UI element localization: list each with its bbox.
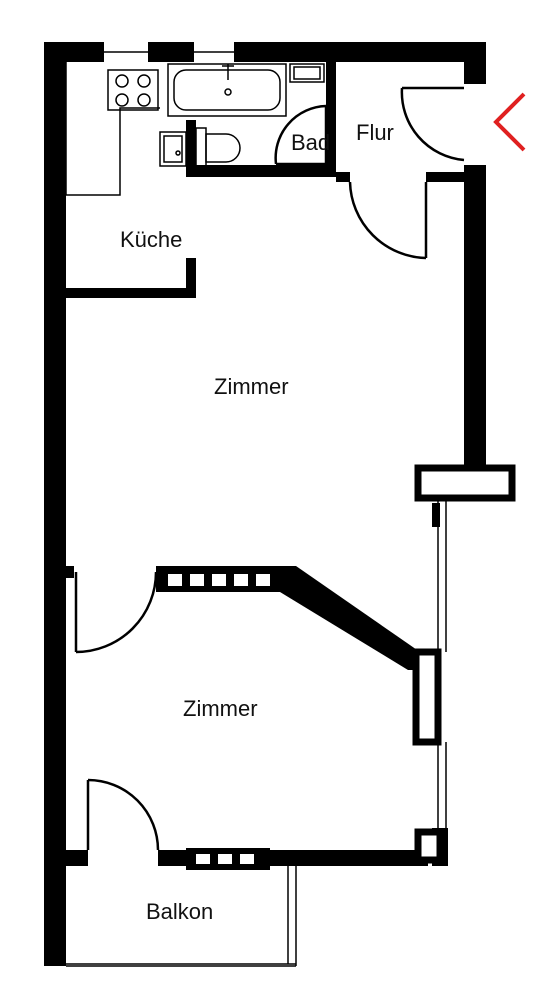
bathtub-icon (167, 63, 287, 117)
outer-walls (44, 42, 486, 966)
bathroom-fixtures (159, 63, 325, 169)
room-label-zimmer-1: Zimmer (214, 374, 289, 399)
room-label-balkon: Balkon (146, 899, 213, 924)
partition-cutouts (168, 574, 270, 586)
entrance-door-arc (400, 87, 465, 162)
room-label-zimmer-2: Zimmer (183, 696, 258, 721)
sink-icon (159, 131, 187, 167)
balcony-outline (66, 866, 297, 967)
doors (74, 86, 465, 851)
chevron-left-icon (493, 92, 526, 152)
room-label-bad: Bad (291, 130, 330, 155)
room-label-flur: Flur (356, 120, 394, 145)
stove-icon (107, 69, 159, 111)
balcony-door-window (186, 848, 270, 870)
kitchen-fixtures (65, 62, 160, 196)
washbasin-icon (289, 63, 325, 83)
right-windows (412, 464, 516, 864)
toilet-icon (195, 127, 207, 169)
bad-door-arc (274, 104, 327, 165)
balkon-door-arc (87, 778, 160, 851)
room-label-kueche: Küche (120, 227, 182, 252)
flur-door-arc (348, 181, 427, 260)
zimmer-door-arc (75, 571, 158, 654)
